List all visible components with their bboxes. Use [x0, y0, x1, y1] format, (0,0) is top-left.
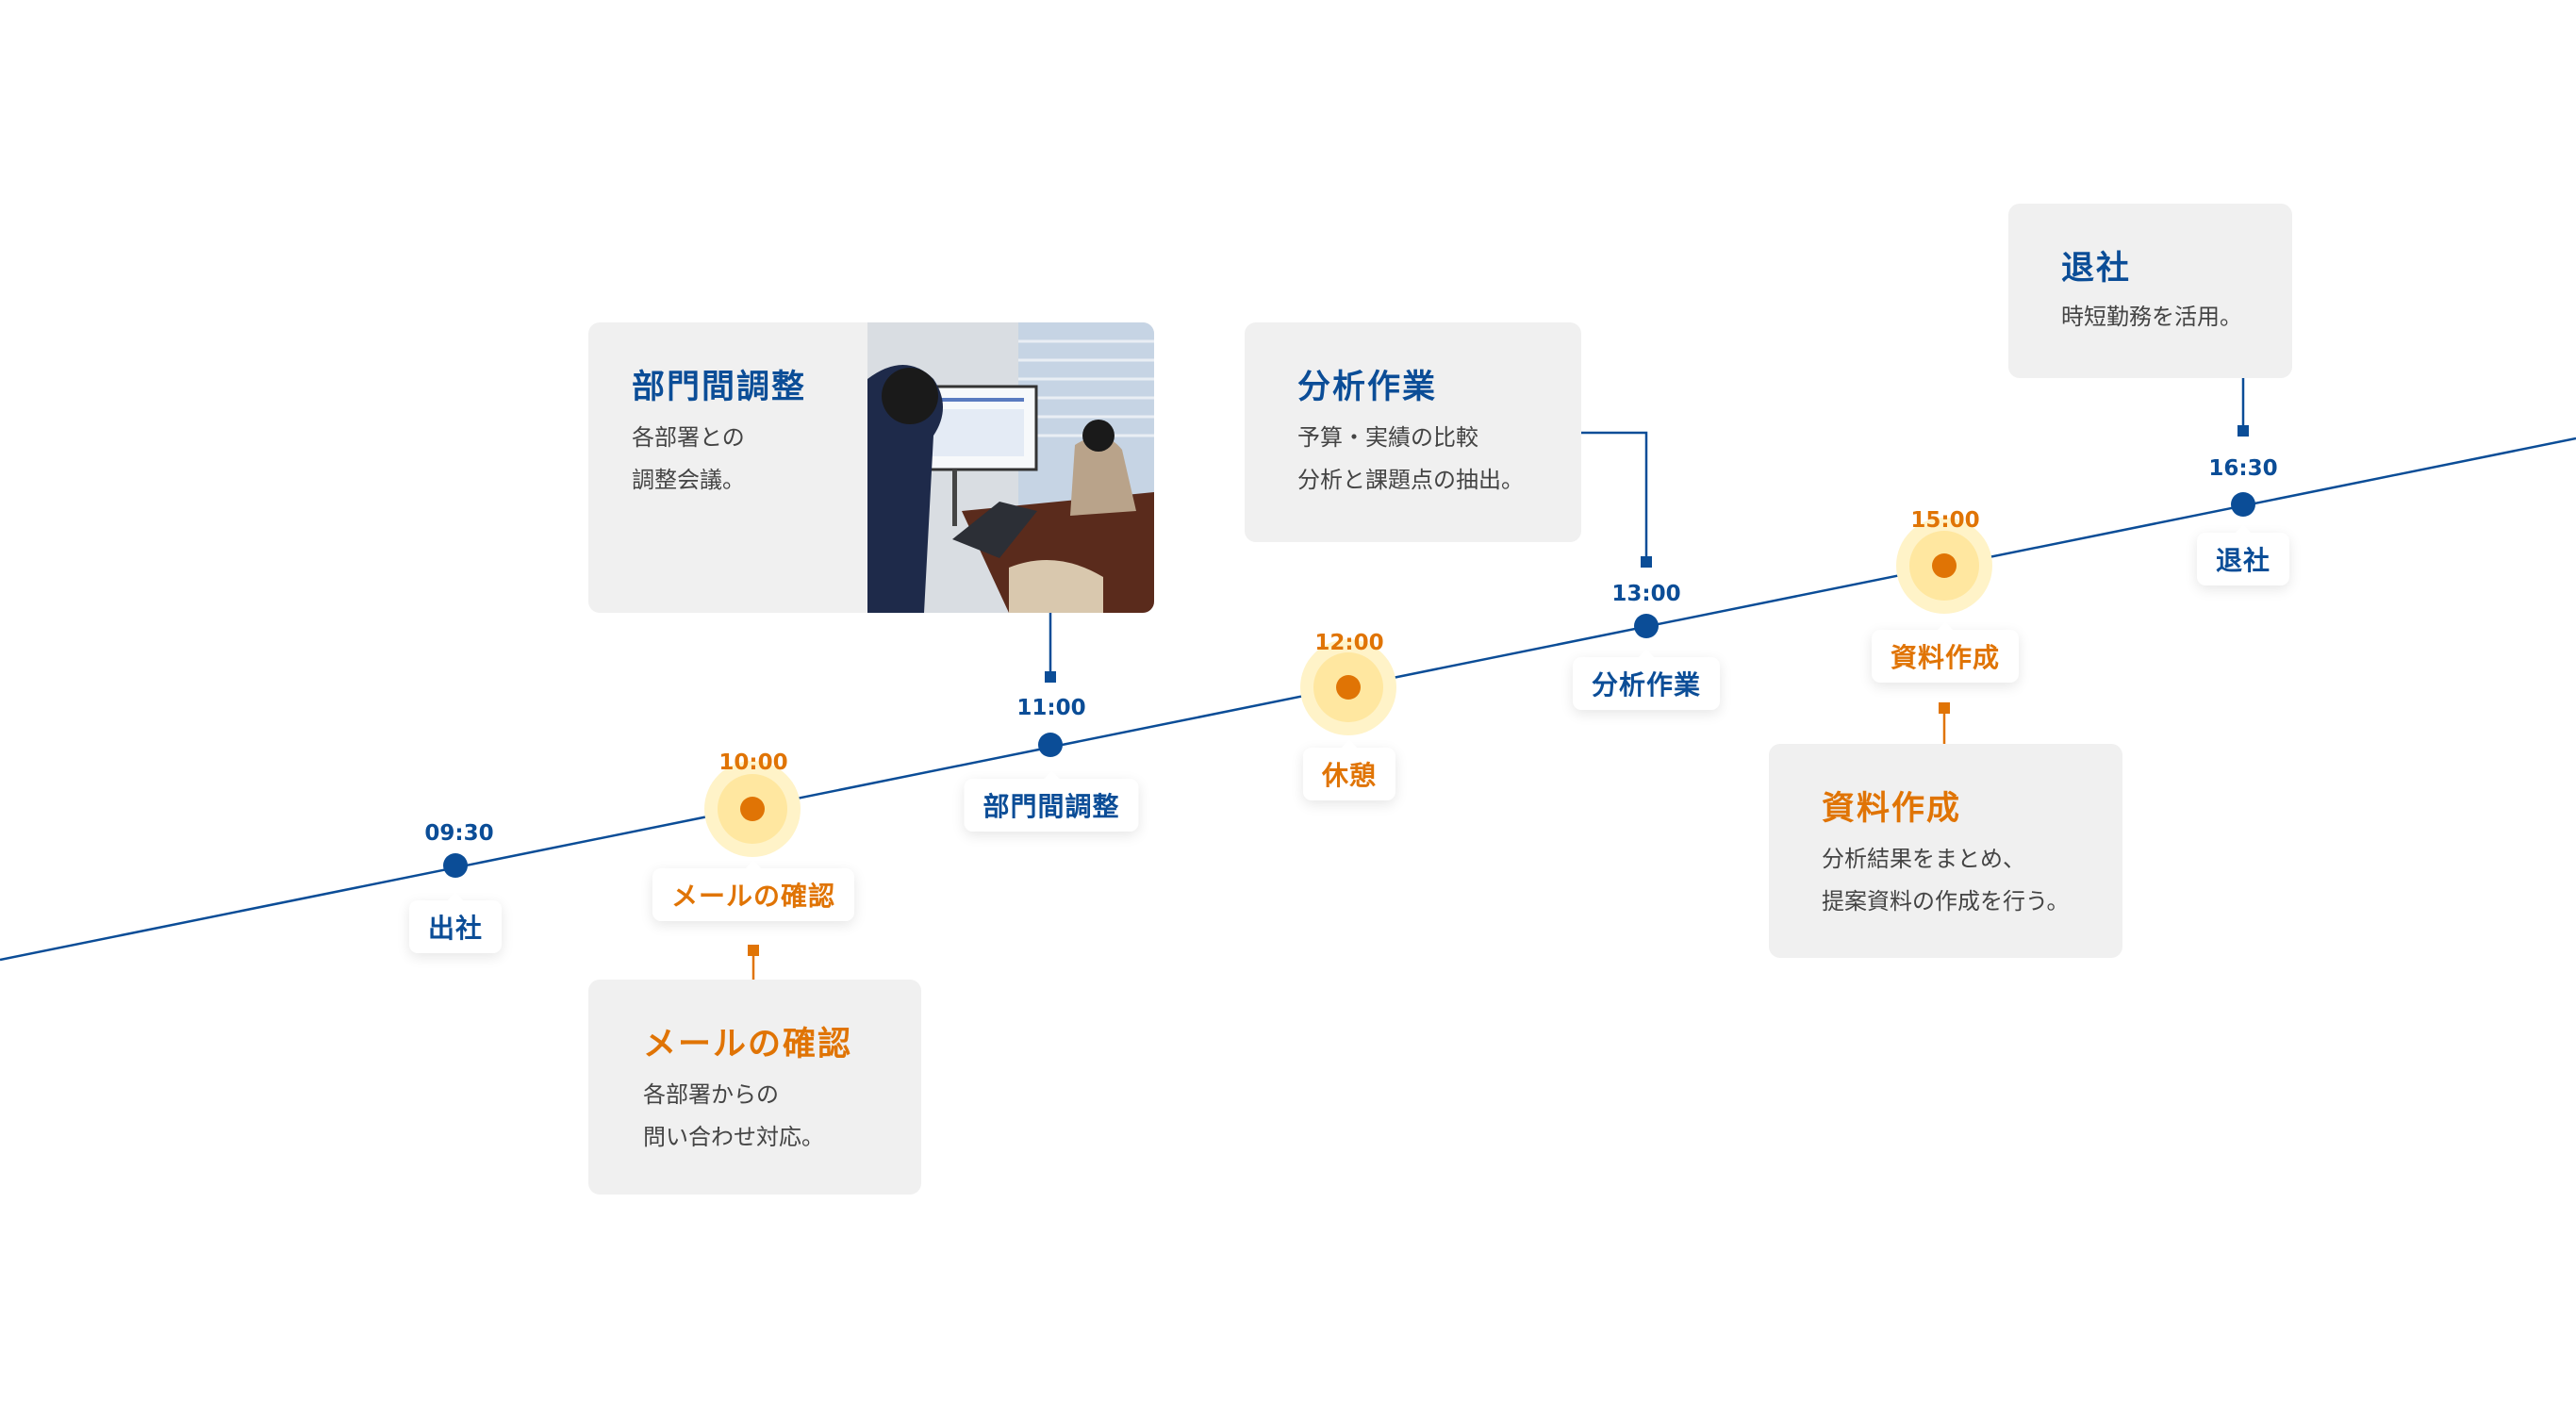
event-tag-documents[interactable]: 資料作成 [1871, 621, 2020, 683]
event-tag-coordination[interactable]: 部門間調整 [964, 770, 1139, 832]
time-label: 09:30 [424, 821, 494, 846]
time-label: 13:00 [1611, 582, 1681, 606]
time-label: 11:00 [1016, 696, 1086, 720]
dot-15-00[interactable] [1932, 553, 1957, 578]
connector-email [748, 945, 759, 980]
dot-12-00[interactable] [1336, 675, 1361, 700]
dot-10-00[interactable] [740, 797, 765, 821]
event-tag-analysis[interactable]: 分析作業 [1572, 649, 1721, 710]
event-tag-email[interactable]: メールの確認 [652, 860, 855, 921]
dot-16-30[interactable] [2231, 492, 2255, 517]
card-coordination: 部門間調整 各部署との 調整会議。 [588, 322, 1154, 613]
card-description: 分析結果をまとめ、 提案資料の作成を行う。 [1822, 846, 2070, 915]
card-description: 時短勤務を活用。 [2061, 304, 2242, 330]
card-analysis: 分析作業 予算・実績の比較 分析と課題点の抽出。 [1245, 322, 1581, 542]
card-title: メールの確認 [643, 1026, 853, 1063]
dot-09-30[interactable] [443, 853, 468, 878]
event-tag-leave[interactable]: 退社 [2196, 524, 2290, 585]
meeting-photo-illustration [867, 322, 1154, 613]
card-title: 資料作成 [1822, 790, 1962, 828]
time-label: 15:00 [1910, 508, 1980, 533]
connector-analysis [1581, 431, 1652, 568]
card-documents: 資料作成 分析結果をまとめ、 提案資料の作成を行う。 [1769, 744, 2122, 958]
connector-leave [2237, 378, 2249, 437]
card-email: メールの確認 各部署からの 問い合わせ対応。 [588, 980, 921, 1195]
time-label: 16:30 [2208, 456, 2278, 481]
timeline-axis [0, 437, 2576, 962]
card-title: 退社 [2061, 250, 2132, 288]
card-description: 各部署からの 問い合わせ対応。 [643, 1081, 824, 1150]
dot-13-00[interactable] [1634, 614, 1659, 638]
meeting-room-photo [867, 322, 1154, 613]
card-title: 分析作業 [1297, 369, 1438, 406]
connector-coordination [1045, 613, 1056, 683]
card-description: 各部署との 調整会議。 [632, 424, 745, 493]
time-label: 10:00 [718, 750, 788, 775]
dot-11-00[interactable] [1038, 733, 1063, 757]
card-description: 予算・実績の比較 分析と課題点の抽出。 [1297, 424, 1524, 493]
event-tag-arrival[interactable]: 出社 [408, 892, 503, 953]
event-tag-break[interactable]: 休憩 [1302, 739, 1396, 800]
card-leave: 退社 時短勤務を活用。 [2008, 204, 2292, 378]
time-label: 12:00 [1314, 631, 1384, 655]
card-title: 部門間調整 [632, 369, 807, 406]
connector-documents [1939, 702, 1950, 744]
